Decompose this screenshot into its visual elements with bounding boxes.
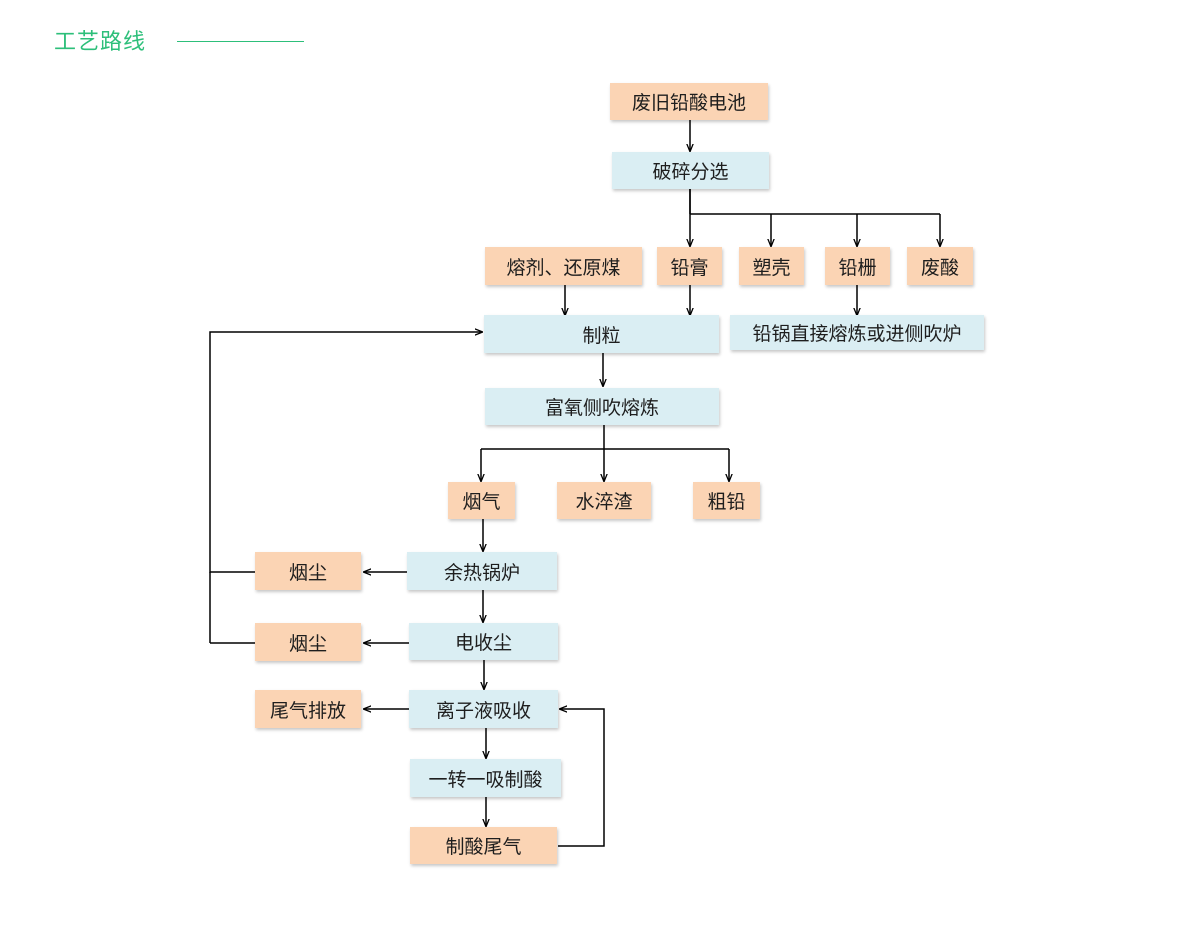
node-crushing-sorting: 破碎分选 <box>612 152 769 189</box>
node-pot-smelting: 铅锅直接熔炼或进侧吹炉 <box>730 315 984 350</box>
node-lead-paste: 铅膏 <box>657 247 722 285</box>
node-electrostatic-precipitator: 电收尘 <box>409 623 558 660</box>
node-water-slag: 水淬渣 <box>557 482 651 519</box>
node-waste-battery: 废旧铅酸电池 <box>610 83 768 120</box>
node-crude-lead: 粗铅 <box>693 482 760 519</box>
node-ionic-absorption: 离子液吸收 <box>409 690 558 728</box>
title-underline <box>177 41 304 42</box>
node-flux-coal: 熔剂、还原煤 <box>485 247 642 285</box>
node-dust-2: 烟尘 <box>255 623 361 661</box>
node-waste-heat-boiler: 余热锅炉 <box>407 552 557 590</box>
node-oxygen-side-blow: 富氧侧吹熔炼 <box>485 388 719 425</box>
node-pelletizing: 制粒 <box>484 315 719 353</box>
node-plastic-shell: 塑壳 <box>739 247 804 285</box>
page-title: 工艺路线 <box>54 30 147 55</box>
tailgas-recycle-loop <box>558 709 605 847</box>
dust-recycle-loop <box>209 332 482 573</box>
node-acid-tail-gas: 制酸尾气 <box>410 827 557 864</box>
node-dust-1: 烟尘 <box>255 552 361 590</box>
node-tail-gas-emission: 尾气排放 <box>255 690 361 728</box>
node-lead-grid: 铅栅 <box>825 247 890 285</box>
node-waste-acid: 废酸 <box>907 247 973 285</box>
node-acid-making: 一转一吸制酸 <box>410 759 561 797</box>
node-flue-gas: 烟气 <box>448 482 515 519</box>
